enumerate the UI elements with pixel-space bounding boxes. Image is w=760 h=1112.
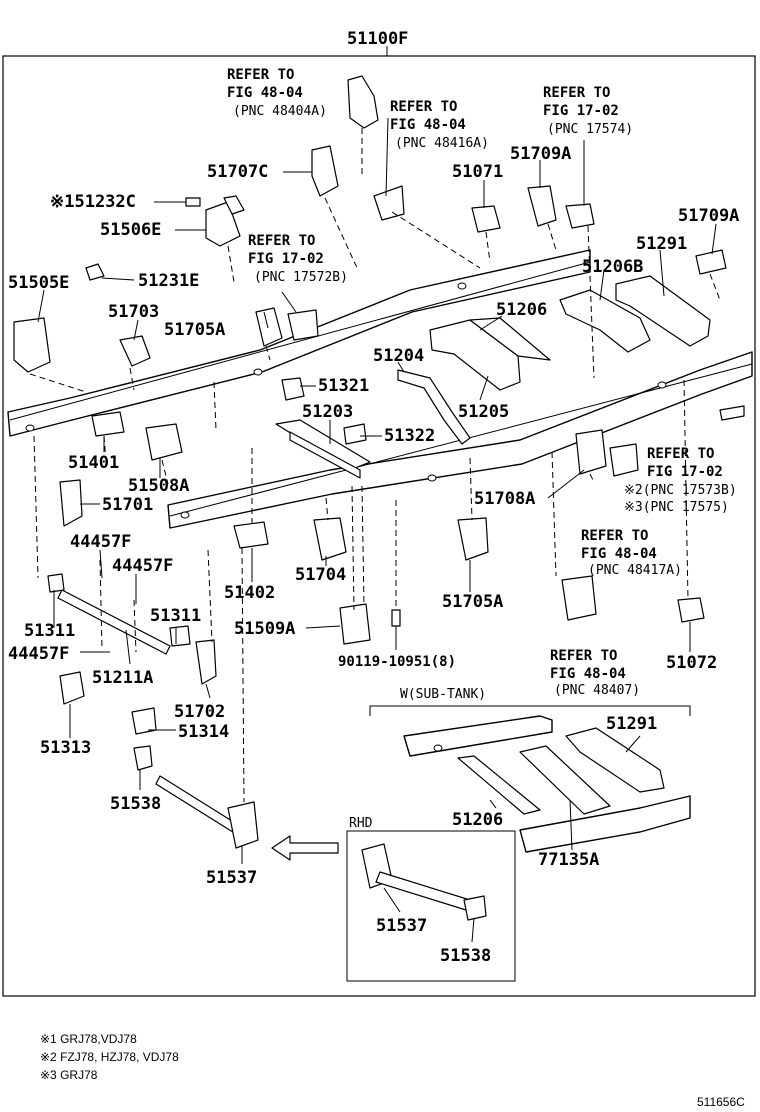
figure-code: 511656C xyxy=(697,1095,745,1109)
label-51204[interactable]: 51204 xyxy=(373,346,424,366)
label-51206[interactable]: 51206 xyxy=(496,300,547,320)
label-51708A[interactable]: 51708A xyxy=(474,489,535,509)
label-51537-1[interactable]: 51537 xyxy=(206,868,257,888)
label-51505E[interactable]: 51505E xyxy=(8,273,69,293)
diagram-border xyxy=(2,55,756,997)
label-51322[interactable]: 51322 xyxy=(384,426,435,446)
footnote-3: ※3 GRJ78 xyxy=(40,1068,98,1082)
assembly-dashed-lines xyxy=(29,128,721,803)
svg-text:REFER TO: REFER TO xyxy=(390,99,457,115)
label-51231E[interactable]: 51231E xyxy=(138,271,199,291)
label-51709A-1[interactable]: 51709A xyxy=(510,144,571,164)
rhd-title: RHD xyxy=(349,816,373,831)
svg-text:※3(PNC 17575): ※3(PNC 17575) xyxy=(624,500,729,515)
label-51705A-2[interactable]: 51705A xyxy=(442,592,503,612)
label-77135A[interactable]: 77135A xyxy=(538,850,599,870)
label-51707C[interactable]: 51707C xyxy=(207,162,268,182)
crossmember-51204 xyxy=(397,369,471,445)
label-44457F-2[interactable]: 44457F xyxy=(112,556,173,576)
refer-block-48407: REFER TO FIG 48-04 (PNC 48407) xyxy=(550,648,640,698)
label-51702[interactable]: 51702 xyxy=(174,702,225,722)
svg-text:FIG 48-04: FIG 48-04 xyxy=(581,546,657,562)
label-51538-1[interactable]: 51538 xyxy=(110,794,161,814)
footnote-2: ※2 FZJ78, HZJ78, VDJ78 xyxy=(40,1050,179,1064)
label-51537-rhd[interactable]: 51537 xyxy=(376,916,427,936)
svg-text:FIG 48-04: FIG 48-04 xyxy=(227,85,303,101)
label-51072[interactable]: 51072 xyxy=(666,653,717,673)
svg-text:※2(PNC 17573B): ※2(PNC 17573B) xyxy=(624,483,737,498)
crossmember-51206 xyxy=(559,289,651,353)
label-51206-subtank[interactable]: 51206 xyxy=(452,810,503,830)
label-51321[interactable]: 51321 xyxy=(318,376,369,396)
svg-text:(PNC 48416A): (PNC 48416A) xyxy=(395,136,489,151)
label-51401[interactable]: 51401 xyxy=(68,453,119,473)
footnote-1: ※1 GRJ78,VDJ78 xyxy=(40,1032,137,1046)
rhd-inset: RHD xyxy=(346,816,516,982)
refer-block-17573B: REFER TO FIG 17-02 ※2(PNC 17573B) ※3(PNC… xyxy=(624,446,737,515)
refer-block-17572B: REFER TO FIG 17-02 (PNC 17572B) xyxy=(248,233,348,285)
rhd-arrow xyxy=(271,835,339,861)
label-44457F-1[interactable]: 44457F xyxy=(70,532,131,552)
subtank-title: W(SUB-TANK) xyxy=(400,687,486,702)
label-51704[interactable]: 51704 xyxy=(295,565,346,585)
part-labels: 51707C ※151232C 51506E 51071 51709A 5170… xyxy=(8,144,739,966)
svg-text:REFER TO: REFER TO xyxy=(647,446,714,462)
label-90119-10951[interactable]: 90119-10951(8) xyxy=(338,654,456,670)
stabilizer-bar-51211A xyxy=(57,589,259,849)
label-51402[interactable]: 51402 xyxy=(224,583,275,603)
label-51311-1[interactable]: 51311 xyxy=(150,606,201,626)
label-51508A[interactable]: 51508A xyxy=(128,476,189,496)
svg-text:REFER TO: REFER TO xyxy=(550,648,617,664)
svg-text:REFER TO: REFER TO xyxy=(543,85,610,101)
svg-text:REFER TO: REFER TO xyxy=(248,233,315,249)
svg-text:REFER TO: REFER TO xyxy=(581,528,648,544)
label-51291-subtank[interactable]: 51291 xyxy=(606,714,657,734)
label-51506E[interactable]: 51506E xyxy=(100,220,161,240)
label-51205[interactable]: 51205 xyxy=(458,402,509,422)
label-51538-rhd[interactable]: 51538 xyxy=(440,946,491,966)
label-51509A[interactable]: 51509A xyxy=(234,619,295,639)
svg-text:FIG 17-02: FIG 17-02 xyxy=(248,251,324,267)
label-44457F-3[interactable]: 44457F xyxy=(8,644,69,664)
svg-text:(PNC 17572B): (PNC 17572B) xyxy=(254,270,348,285)
refer-block-48404A: REFER TO FIG 48-04 (PNC 48404A) xyxy=(227,67,327,119)
label-51311-2[interactable]: 51311 xyxy=(24,621,75,641)
svg-text:FIG 48-04: FIG 48-04 xyxy=(550,666,626,682)
label-51203[interactable]: 51203 xyxy=(302,402,353,422)
label-51206B[interactable]: 51206B xyxy=(582,257,643,277)
svg-text:(PNC 17574): (PNC 17574) xyxy=(547,122,633,137)
subtank-inset: W(SUB-TANK) xyxy=(369,687,691,853)
label-51314[interactable]: 51314 xyxy=(178,722,229,742)
svg-text:FIG 48-04: FIG 48-04 xyxy=(390,117,466,133)
label-51313[interactable]: 51313 xyxy=(40,738,91,758)
label-51709A-2[interactable]: 51709A xyxy=(678,206,739,226)
label-51705A-1[interactable]: 51705A xyxy=(164,320,225,340)
svg-text:(PNC 48417A): (PNC 48417A) xyxy=(588,563,682,578)
refer-block-48417A: REFER TO FIG 48-04 (PNC 48417A) xyxy=(581,528,682,578)
footnotes: ※1 GRJ78,VDJ78 ※2 FZJ78, HZJ78, VDJ78 ※3… xyxy=(40,1032,179,1082)
crossmember-51205 xyxy=(429,317,551,391)
part-shapes xyxy=(13,75,745,771)
label-51071[interactable]: 51071 xyxy=(452,162,503,182)
refer-block-17574: REFER TO FIG 17-02 (PNC 17574) xyxy=(543,85,633,137)
label-51211A[interactable]: 51211A xyxy=(92,668,153,688)
leader-lines xyxy=(37,117,717,864)
svg-text:REFER TO: REFER TO xyxy=(227,67,294,83)
frame-rail-left xyxy=(7,249,591,437)
label-51701[interactable]: 51701 xyxy=(102,495,153,515)
svg-text:(PNC 48404A): (PNC 48404A) xyxy=(233,104,327,119)
svg-text:FIG 17-02: FIG 17-02 xyxy=(647,464,723,480)
label-51100F[interactable]: 51100F xyxy=(347,29,408,49)
label-51703[interactable]: 51703 xyxy=(108,302,159,322)
crossmember-51291 xyxy=(615,275,711,347)
label-51291[interactable]: 51291 xyxy=(636,234,687,254)
refer-block-48416A: REFER TO FIG 48-04 (PNC 48416A) xyxy=(390,99,489,151)
svg-text:(PNC 48407): (PNC 48407) xyxy=(554,683,640,698)
crossmember-51203 xyxy=(275,419,371,479)
svg-text:FIG 17-02: FIG 17-02 xyxy=(543,103,619,119)
label-51232C[interactable]: ※151232C xyxy=(50,192,136,212)
